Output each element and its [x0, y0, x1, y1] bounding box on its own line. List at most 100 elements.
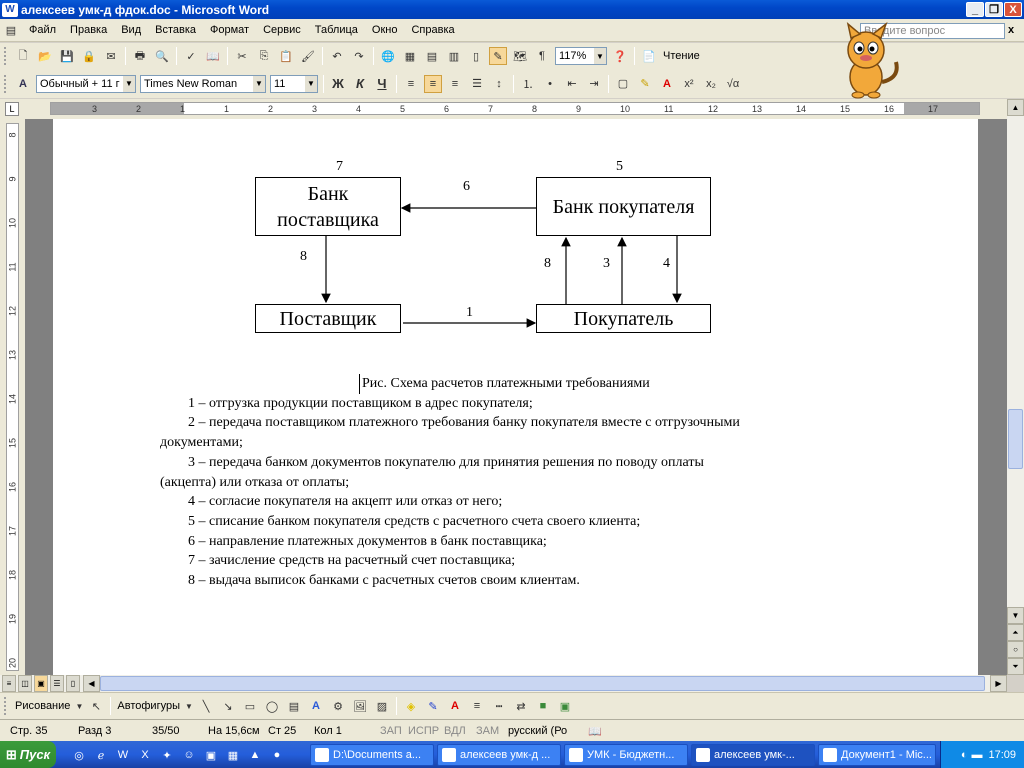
- text-line-10[interactable]: 8 – выдача выписок банками с расчетных с…: [188, 573, 580, 588]
- bold-button[interactable]: Ж: [332, 76, 344, 91]
- align-left-icon[interactable]: ≡: [407, 77, 415, 90]
- menu-insert[interactable]: Вставка: [155, 24, 197, 36]
- word-icon[interactable]: W: [117, 749, 129, 761]
- text-line-8[interactable]: 6 – направление платежных документов в б…: [188, 534, 547, 549]
- chrome-icon[interactable]: ◎: [74, 749, 84, 762]
- document-page[interactable]: Банк поставщика Банк покупателя Поставщи…: [53, 119, 978, 675]
- menu-edit[interactable]: Правка: [70, 24, 108, 36]
- cut-icon[interactable]: ✂: [237, 50, 247, 63]
- menu-format[interactable]: Формат: [210, 24, 250, 36]
- hyperlink-icon[interactable]: 🌐: [381, 50, 395, 63]
- chevron-down-icon[interactable]: ▼: [253, 75, 265, 92]
- files-icon[interactable]: ▦: [227, 749, 239, 762]
- taskbar-item-documents[interactable]: D:\Documents a...: [310, 744, 434, 766]
- styles-formatting-icon[interactable]: A: [19, 77, 27, 90]
- dash-style-icon[interactable]: ┅: [495, 700, 503, 713]
- minimize-button[interactable]: _: [966, 2, 984, 17]
- menu-tools[interactable]: Сервис: [263, 24, 301, 36]
- tab-selector[interactable]: L: [5, 102, 19, 116]
- start-button[interactable]: ⊞ Пуск: [0, 741, 56, 768]
- taskbar-item-document1[interactable]: Документ1 - Mic...: [818, 744, 936, 766]
- drawing-icon[interactable]: ✎: [489, 47, 507, 65]
- program-icon[interactable]: ●: [273, 749, 281, 761]
- maximize-button[interactable]: ❐: [985, 2, 1003, 17]
- highlight-icon[interactable]: ✎: [640, 78, 650, 90]
- status-language[interactable]: русский (Ро: [508, 725, 568, 737]
- justify-icon[interactable]: ☰: [472, 78, 482, 90]
- text-line-6[interactable]: 4 – согласие покупателя на акцепт или от…: [188, 494, 503, 509]
- ie-icon[interactable]: ℯ: [97, 749, 105, 762]
- print-icon[interactable]: 🖶: [134, 49, 146, 62]
- drawing-menu-button[interactable]: Рисование: [15, 700, 71, 712]
- text-line-5[interactable]: (акцепта) или отказа от оплаты;: [160, 475, 350, 490]
- chevron-down-icon[interactable]: ▼: [305, 75, 317, 92]
- print-layout-icon[interactable]: ▣: [34, 675, 48, 692]
- style-select[interactable]: Обычный + 11 г ▼: [36, 74, 136, 93]
- subscript-icon[interactable]: x₂: [706, 77, 716, 90]
- line-icon[interactable]: ╲: [202, 700, 210, 713]
- clock[interactable]: 17:09: [988, 748, 1016, 761]
- arrow-style-icon[interactable]: ⇄: [516, 700, 526, 713]
- spelling-icon[interactable]: ✓: [186, 50, 196, 63]
- insert-table-icon[interactable]: ▤: [426, 50, 438, 63]
- document-close-button[interactable]: x: [1008, 24, 1015, 36]
- line-style-icon[interactable]: ≡: [473, 700, 481, 712]
- numbering-icon[interactable]: ⒈: [522, 78, 534, 91]
- copy-icon[interactable]: ⎘: [259, 49, 269, 62]
- spelling-status-icon[interactable]: 📖: [588, 726, 602, 738]
- tables-borders-icon[interactable]: ▦: [404, 50, 416, 63]
- increase-indent-icon[interactable]: ⇥: [589, 78, 599, 90]
- decrease-indent-icon[interactable]: ⇤: [567, 78, 577, 90]
- next-page-icon[interactable]: ⏷: [1007, 658, 1024, 675]
- select-objects-icon[interactable]: ↖: [91, 700, 102, 713]
- language-flag-icon[interactable]: ▬: [971, 748, 983, 761]
- excel-icon[interactable]: X: [141, 749, 149, 761]
- vertical-scroll-thumb[interactable]: [1008, 409, 1023, 469]
- box-buyer[interactable]: Покупатель: [536, 304, 711, 333]
- normal-view-icon[interactable]: ≡: [2, 675, 16, 692]
- permission-icon[interactable]: 🔒: [82, 50, 96, 63]
- oval-icon[interactable]: ◯: [265, 700, 279, 713]
- 3d-style-icon[interactable]: ▣: [559, 700, 571, 713]
- firefox-icon[interactable]: ✦: [162, 749, 172, 762]
- align-center-icon[interactable]: ≡: [424, 74, 442, 93]
- fill-color-icon[interactable]: ◈: [406, 700, 416, 713]
- insert-excel-icon[interactable]: ▥: [448, 50, 460, 63]
- shadow-icon[interactable]: ■: [539, 700, 547, 712]
- print-preview-icon[interactable]: 🔍: [155, 50, 169, 63]
- acrobat-icon[interactable]: ▲: [249, 749, 261, 761]
- close-button[interactable]: X: [1004, 2, 1022, 17]
- menu-file[interactable]: Файл: [29, 24, 57, 36]
- horizontal-scrollbar[interactable]: ≡ ◫ ▣ ☰ ▯ ◀ ▶: [0, 675, 1007, 692]
- help-icon[interactable]: ❓: [613, 50, 627, 63]
- browse-object-icon[interactable]: ○: [1007, 641, 1024, 658]
- document-icon[interactable]: ▤: [5, 24, 17, 37]
- taskbar-item-word-active[interactable]: алексеев умк-...: [691, 744, 815, 766]
- font-color-icon[interactable]: A: [451, 700, 459, 712]
- status-overtype[interactable]: ЗАМ: [476, 725, 500, 737]
- toolbar-grip[interactable]: [4, 47, 8, 65]
- clipart-icon[interactable]: 🖼: [353, 700, 367, 713]
- status-extend[interactable]: ВДЛ: [444, 725, 466, 737]
- text-line-9[interactable]: 7 – зачисление средств на расчетный счет…: [188, 553, 516, 568]
- superscript-icon[interactable]: x²: [684, 77, 694, 90]
- bullets-icon[interactable]: •: [548, 77, 552, 90]
- figure-caption[interactable]: Рис. Схема расчетов платежными требовани…: [359, 374, 919, 394]
- email-icon[interactable]: ✉: [106, 50, 116, 63]
- taskbar-item-umk[interactable]: УМК - Бюджетн...: [564, 744, 688, 766]
- line-color-icon[interactable]: ✎: [428, 700, 438, 713]
- menu-table[interactable]: Таблица: [314, 24, 358, 36]
- save-icon[interactable]: 💾: [60, 50, 74, 63]
- scroll-right-icon[interactable]: ▶: [990, 675, 1007, 692]
- redo-icon[interactable]: ↷: [354, 50, 364, 63]
- toolbar-grip[interactable]: [4, 697, 8, 715]
- diagram-icon[interactable]: ⚙: [333, 700, 343, 713]
- chevron-down-icon[interactable]: ▼: [594, 48, 606, 64]
- text-box-icon[interactable]: ▤: [288, 700, 300, 713]
- borders-icon[interactable]: ▢: [617, 78, 629, 90]
- font-color-icon[interactable]: A: [663, 77, 671, 90]
- italic-button[interactable]: К: [356, 76, 364, 91]
- taskbar-item-word-1[interactable]: алексеев умк-д ...: [437, 744, 561, 766]
- reading-button[interactable]: Чтение: [663, 50, 700, 62]
